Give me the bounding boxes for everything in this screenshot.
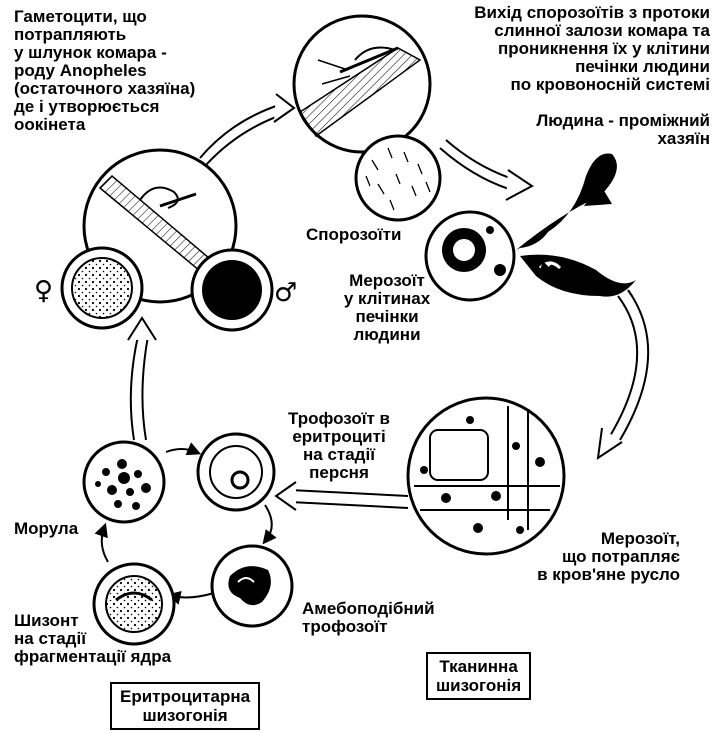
cycle-arrow-sporozoite-to-human	[439, 139, 534, 201]
gametocytes-label: Гаметоцити, що потрапляють у шлунок кома…	[14, 7, 196, 134]
cycle-arrow-gametocyte-to-sporozoite	[199, 93, 296, 166]
merozoite-liver-label: Мерозоїт у клітинах печінки людини	[343, 271, 431, 344]
human-host-label: Людина - проміжний хазяїн	[536, 111, 710, 148]
human-liver-figure	[516, 153, 636, 297]
sporozoites-label: Спорозоїти	[306, 225, 402, 244]
female-gametocyte	[60, 246, 144, 330]
morula-label: Морула	[14, 519, 79, 538]
ery-arrow-amoeboid-to-schizont	[166, 590, 215, 605]
female-symbol: ♀	[34, 276, 54, 306]
ery-arrow-ring-to-amoeboid	[262, 504, 277, 545]
male-gametocyte	[190, 248, 274, 332]
ery-arrow-morula-to-ring	[165, 442, 202, 456]
male-symbol: ♂	[274, 278, 298, 308]
sporozoite-exit-label: Вихід спорозоїтів з протоки слинної зало…	[474, 3, 710, 94]
trophozoite-ring-label: Трофозоїт в еритроциті на стадії персня	[287, 409, 390, 482]
amoeboid-trophozoite-cell	[210, 544, 294, 628]
erythrocytic-schizogony-box: Еритроцитарна шизогонія	[110, 682, 261, 730]
liver-cell-merozoite-circle	[424, 210, 516, 302]
cycle-arrow-liver-to-merozoite	[596, 289, 650, 461]
cycle-arrow-morula-to-gametocytes	[127, 316, 157, 441]
amoeboid-trophozoite-label: Амебоподібний трофозоїт	[302, 599, 435, 636]
tissue-schizogony-circle	[406, 396, 566, 556]
sporozoite-cell-circle	[354, 134, 442, 222]
mosquito-feeding-circle	[292, 14, 432, 154]
cycle-arrow-merozoite-to-ring	[274, 481, 409, 511]
schizont-cell	[92, 562, 176, 646]
schizont-label: Шизонт на стадії фрагментації ядра	[14, 611, 172, 666]
tissue-schizogony-box: Тканинна шизогонія	[426, 652, 532, 700]
merozoite-blood-label: Мерозоїт, що потрапляє в кров'яне русло	[537, 529, 680, 584]
morula-cell	[82, 440, 166, 524]
ery-arrow-schizont-to-morula	[94, 522, 109, 563]
ring-trophozoite-cell	[196, 432, 276, 512]
